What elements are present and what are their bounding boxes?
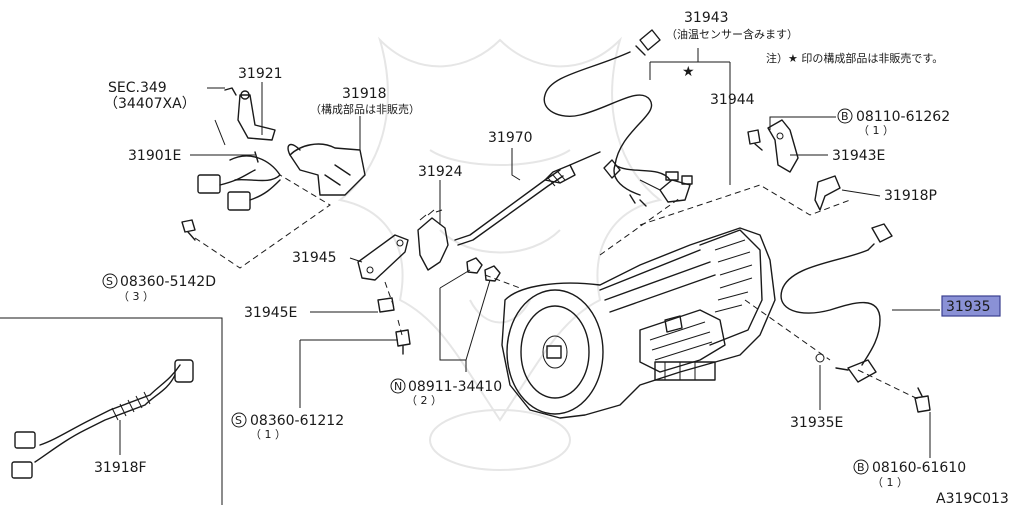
label-08360-5142D-qty: （ 3 ） (118, 290, 154, 303)
diagram-code: A319C013 (936, 491, 1009, 507)
label-sec349-ref: （34407XA） (104, 96, 196, 112)
part-31935E (815, 353, 825, 363)
label-leaders (119, 48, 940, 458)
label-08911-34410[interactable]: 08911-34410 (408, 379, 502, 395)
label-08360-61212-qty: （ 1 ） (250, 428, 286, 441)
part-31970 (454, 151, 601, 246)
label-08360-5142D-prefix: S (106, 275, 113, 288)
watermark-emblem (337, 36, 663, 471)
label-08360-61212-prefix: S (235, 414, 242, 427)
label-08360-5142D[interactable]: 08360-5142D (120, 274, 216, 290)
harness-31943 (543, 29, 693, 207)
label-sec349[interactable]: SEC.349 (108, 80, 167, 96)
bolt-08360-61212 (395, 329, 411, 355)
part-labels: 31943 （油温センサー含みます） 注）★ 印の構成部品は非販売です。 319… (94, 10, 1009, 507)
label-31918F[interactable]: 31918F (94, 460, 147, 476)
label-08160-prefix: B (857, 461, 865, 474)
dashed-leader-lines (194, 174, 921, 401)
label-31918[interactable]: 31918 (342, 86, 387, 102)
label-08160-61610[interactable]: 08160-61610 (872, 460, 966, 476)
s-mark-08360-61212 (231, 412, 247, 428)
b-mark-08160 (853, 459, 869, 475)
highlight-31935 (941, 295, 1001, 317)
label-31924[interactable]: 31924 (418, 164, 463, 180)
footnote: 注）★ 印の構成部品は非販売です。 (766, 51, 943, 65)
part-31924 (417, 209, 449, 271)
label-08110-prefix: B (841, 110, 849, 123)
b-mark-08110 (837, 108, 853, 124)
label-31935[interactable]: 31935 (946, 299, 991, 315)
part-31918 (287, 143, 366, 196)
label-31943-note: （油温センサー含みます） (666, 27, 798, 41)
label-31918-note: （構成部品は非販売） (310, 102, 420, 116)
label-31921[interactable]: 31921 (238, 66, 283, 82)
label-31945E[interactable]: 31945E (244, 305, 297, 321)
part-31945E (377, 297, 395, 313)
label-31944[interactable]: 31944 (710, 92, 755, 108)
part-31943E (767, 119, 799, 173)
label-31970[interactable]: 31970 (488, 130, 533, 146)
nut-08911-34410 (466, 257, 501, 282)
part-31935 (780, 223, 893, 383)
label-08360-61212[interactable]: 08360-61212 (250, 413, 344, 429)
part-31921 (224, 87, 276, 163)
label-08110-61262[interactable]: 08110-61262 (856, 109, 950, 125)
label-08911-prefix: N (394, 380, 402, 393)
bolt-08110-61262 (747, 129, 763, 151)
part-31944 (639, 179, 691, 203)
part-31918P (814, 175, 841, 211)
label-31935E[interactable]: 31935E (790, 415, 843, 431)
label-31945[interactable]: 31945 (292, 250, 337, 266)
label-31943[interactable]: 31943 (684, 10, 729, 26)
n-mark-08911 (390, 378, 406, 394)
part-31945 (357, 234, 409, 281)
label-31901E[interactable]: 31901E (128, 148, 181, 164)
bolt-08160-61610 (914, 387, 931, 413)
bolt-08360-5142D (181, 219, 196, 241)
part-31918F (0, 317, 223, 505)
label-31918P[interactable]: 31918P (884, 188, 937, 204)
star-marker: ★ (682, 64, 695, 80)
label-08911-qty: （ 2 ） (406, 394, 442, 407)
s-mark-08360-5142D (102, 273, 118, 289)
part-31901E (197, 155, 281, 211)
transmission-assembly (501, 227, 776, 419)
label-08110-qty: （ 1 ） (858, 124, 894, 137)
label-08160-qty: （ 1 ） (872, 476, 908, 489)
label-31943E[interactable]: 31943E (832, 148, 885, 164)
